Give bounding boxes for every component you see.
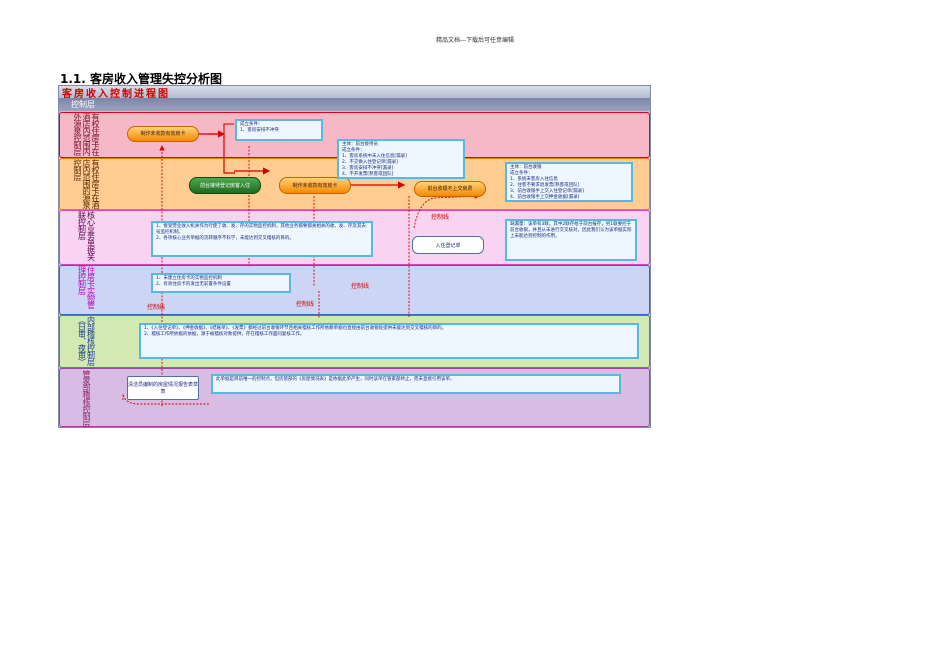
red-solid-lines bbox=[196, 130, 406, 189]
control-layer-strip: 控制层 bbox=[59, 98, 650, 111]
node-create-no-payment-card-2-label: 制作未收款有效房卡 bbox=[292, 182, 338, 189]
chart-banner-text: 客房收入控制进程图 bbox=[62, 89, 170, 100]
node-create-no-payment-card: 制作未收款有效房卡 bbox=[127, 126, 199, 142]
document-title: 1.1. 客房收入管理失控分析图 bbox=[60, 72, 222, 86]
control-line-label-1: 控制线 bbox=[431, 214, 450, 221]
callout-core-documents: 1、接受营业收入机关作为行使了收、发、存的实物监控机制，其他业务都要都关相关的收… bbox=[151, 221, 373, 257]
lane-3-label: 核心业务单据关联控制层 bbox=[77, 211, 96, 260]
callout-missing-links: 缺漏量：该单有3联，其中2联存给于前台报存，另1联要控于前台收银，并且从未进行交… bbox=[505, 219, 637, 261]
lane-5-label: 内部稽核控制层（日审、夜审） bbox=[77, 316, 96, 365]
red-return-lines bbox=[223, 123, 234, 142]
node-create-no-payment-card-2: 制作未收款有效房卡 bbox=[279, 177, 351, 194]
node-front-cashier-label: 前台收银不上交房费 bbox=[427, 186, 473, 192]
node-front-register-label: 前台接待登记房客入住 bbox=[199, 182, 250, 189]
lane-4-label: 住房卡实物管理控制层 bbox=[77, 266, 96, 308]
control-line-label-2: 控制线 bbox=[351, 283, 370, 290]
callout-audit: 1、《入住登记单》、《押金收据》、《结账单》、《发票》都经过前台收银环节且相关稽… bbox=[139, 323, 639, 359]
control-line-label-4: 控制线 bbox=[147, 304, 166, 311]
node-front-cashier: 前台收银不上交房费 bbox=[414, 181, 486, 197]
box-housekeeping-report: 清洁员编制的房屋情况报告表草表 bbox=[127, 376, 199, 400]
node-create-no-payment-card-label: 制作未收款有效房卡 bbox=[140, 131, 186, 137]
control-flow-chart: 客房收入控制进程图 控制层 有权住房卡在酒店内范围内外源泉控制层 有权住房卡在酒… bbox=[58, 85, 651, 428]
lane-1-label: 有权住房卡在酒店内范围内外源泉控制层 bbox=[73, 113, 100, 155]
callout-housekeeping: 此单据是目前唯一的控制点，但房管部的《房屋情况表》是依据此单产生，同时该单在管家… bbox=[211, 374, 621, 394]
node-front-register: 前台接待登记房客入住 bbox=[189, 177, 261, 194]
box-register-form: 入住登记单 bbox=[412, 236, 484, 254]
callout-cashier: 主体：前台收银 成立条件： 1、系统未客房入住信息 2、住客不要求退发票[熟客或… bbox=[505, 162, 633, 202]
callout-condition-1: 成立条件： 1、客房安排不冲突 bbox=[235, 119, 323, 141]
callout-card-control: 1、未建立住房卡的实物监控机制 2、有效住房卡的发出无前置条件设置 bbox=[151, 273, 291, 293]
lane-6-label: 管家部稽核控制层 bbox=[82, 369, 91, 426]
box-housekeeping-report-label: 清洁员编制的房屋情况报告表草表 bbox=[128, 382, 199, 395]
callout-front-desk: 主体：前台接待员 成立条件： 1、客房系统中未入住信息[漏录] 2、不交换入住登… bbox=[337, 139, 465, 179]
control-line-label-3: 控制线 bbox=[296, 301, 315, 308]
chart-banner: 客房收入控制进程图 bbox=[59, 86, 650, 100]
control-layer-label: 控制层 bbox=[71, 100, 95, 109]
box-register-form-label: 入住登记单 bbox=[435, 242, 461, 249]
page-header: 精品文档---下载后可任意编辑 bbox=[435, 37, 515, 44]
lane-2-label: 有权住房卡在酒店内范围的源泉控制层 bbox=[73, 159, 100, 208]
